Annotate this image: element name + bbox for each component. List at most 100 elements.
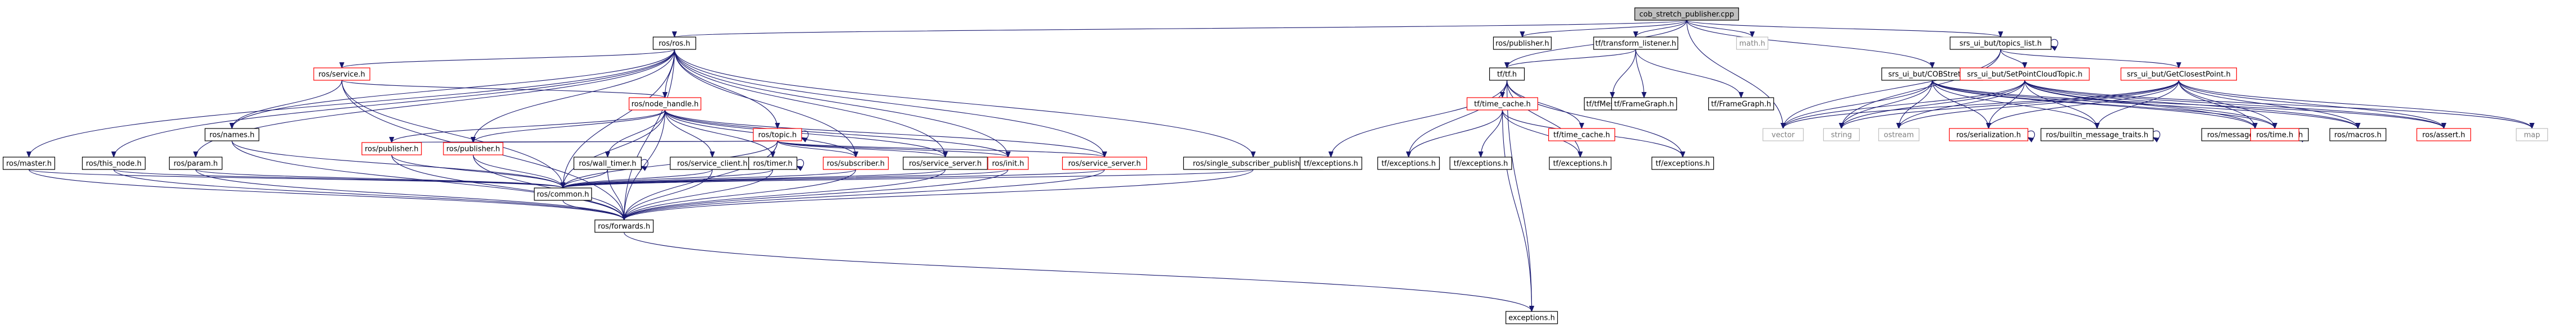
node-box bbox=[1651, 157, 1714, 170]
node-label: tf/exceptions.h bbox=[1553, 160, 1608, 168]
edge-srs_set_point_cloud-to-ros_time bbox=[2024, 80, 2275, 129]
node-box bbox=[987, 157, 1029, 170]
node-tf_exceptions_2[interactable]: tf/exceptions.h bbox=[1377, 157, 1440, 170]
node-ros_this_node[interactable]: ros/this_node.h bbox=[82, 157, 146, 170]
edge-srs_topics_list-to-srs_set_point_cloud bbox=[2000, 49, 2025, 68]
node-srs_cob_stretch[interactable]: srs_ui_but/COBStretch.h bbox=[1881, 67, 1983, 81]
node-label: ros/names.h bbox=[209, 131, 254, 140]
node-tf_framegraph_a[interactable]: tf/FrameGraph.h bbox=[1611, 97, 1677, 111]
edge-srs_get_closest-to-string bbox=[1841, 80, 2179, 129]
node-label: ros/publisher.h bbox=[365, 145, 419, 154]
node-ros_assert[interactable]: ros/assert.h bbox=[2416, 128, 2472, 141]
node-ros_master[interactable]: ros/master.h bbox=[2, 157, 56, 170]
node-ros_publisher_b[interactable]: ros/publisher.h bbox=[443, 142, 504, 155]
node-label: ros/master.h bbox=[6, 160, 52, 168]
node-label: ros/forwards.h bbox=[598, 223, 650, 231]
node-ros_forwards[interactable]: ros/forwards.h bbox=[594, 219, 654, 233]
edge-tf_time_cache_a-to-exceptions bbox=[1502, 109, 1531, 311]
node-box bbox=[362, 142, 422, 155]
node-ros_publisher_top[interactable]: ros/publisher.h bbox=[1493, 36, 1552, 50]
node-label: ros/service_client.h bbox=[677, 160, 747, 168]
node-srs_set_point_cloud[interactable]: srs_ui_but/SetPointCloudTopic.h bbox=[1960, 67, 2090, 81]
node-ros_wall_timer[interactable]: ros/wall_timer.h bbox=[573, 157, 642, 170]
node-label: srs_ui_but/GetClosestPoint.h bbox=[2127, 71, 2231, 79]
edge-ros_ros-to-ros_single_sub_pub bbox=[674, 49, 1253, 157]
node-box bbox=[1950, 36, 2052, 50]
node-box bbox=[652, 36, 697, 50]
node-label: ros/builtin_message_traits.h bbox=[2046, 131, 2149, 140]
edge-ros_ros-to-ros_service bbox=[342, 49, 675, 68]
edge-ros_ros-to-ros_service_server_b bbox=[674, 49, 1105, 157]
edge-ros_node_handle-to-ros_publisher_b bbox=[473, 109, 666, 143]
node-label: tf/FrameGraph.h bbox=[1711, 100, 1771, 109]
node-srs_get_closest[interactable]: srs_ui_but/GetClosestPoint.h bbox=[2120, 67, 2237, 81]
node-label: ros/topic.h bbox=[758, 131, 797, 140]
node-ros_init[interactable]: ros/init.h bbox=[987, 157, 1029, 170]
node-ros_service[interactable]: ros/service.h bbox=[313, 67, 370, 81]
edge-ros_param-to-ros_forwards bbox=[195, 169, 624, 221]
node-label: ros/publisher.h bbox=[1495, 40, 1549, 48]
node-box bbox=[2, 157, 56, 170]
node-label: cob_stretch_publisher.cpp bbox=[1639, 11, 1734, 19]
node-label: ros/time.h bbox=[2256, 131, 2293, 140]
node-ros_builtin_traits[interactable]: ros/builtin_message_traits.h bbox=[2040, 128, 2154, 141]
node-ros_single_sub_pub[interactable]: ros/single_subscriber_publisher.h bbox=[1183, 157, 1324, 170]
node-box bbox=[204, 128, 259, 141]
node-ros_service_server_a[interactable]: ros/service_server.h bbox=[903, 157, 988, 170]
edge-root-to-srs_cob_stretch bbox=[1686, 20, 1932, 68]
node-ros_serialization[interactable]: ros/serialization.h bbox=[1948, 128, 2029, 141]
node-tf_time_cache_b[interactable]: tf/time_cache.h bbox=[1548, 128, 1616, 141]
node-ros_ros[interactable]: ros/ros.h bbox=[652, 36, 697, 50]
node-ros_param[interactable]: ros/param.h bbox=[169, 157, 223, 170]
edge-srs_cob_stretch-to-ostream bbox=[1899, 80, 1933, 128]
node-ros_service_server_b[interactable]: ros/service_server.h bbox=[1062, 157, 1147, 170]
node-ros_time[interactable]: ros/time.h bbox=[2250, 128, 2299, 141]
edge-ros_node_handle-to-ros_wall_timer bbox=[607, 109, 666, 157]
edge-ros_ros-to-ros_names bbox=[232, 49, 675, 128]
node-ros_names[interactable]: ros/names.h bbox=[204, 128, 259, 141]
node-tf_transform_listener[interactable]: tf/transform_listener.h bbox=[1593, 36, 1678, 50]
edge-srs_set_point_cloud-to-ros_builtin_traits bbox=[2024, 80, 2097, 128]
node-tf_time_cache_a[interactable]: tf/time_cache.h bbox=[1466, 97, 1539, 111]
edge-ros_names-to-ros_common bbox=[231, 140, 563, 189]
edge-tf_tf-to-exceptions bbox=[1506, 80, 1532, 311]
node-box bbox=[2040, 128, 2154, 141]
node-root[interactable]: cob_stretch_publisher.cpp bbox=[1634, 7, 1739, 21]
edge-ros_ros-to-ros_topic bbox=[674, 49, 777, 128]
node-ros_subscriber[interactable]: ros/subscriber.h bbox=[822, 157, 889, 170]
node-ros_publisher_a[interactable]: ros/publisher.h bbox=[362, 142, 422, 155]
self-loop-ros_wall_timer bbox=[641, 159, 648, 167]
node-ros_service_client[interactable]: ros/service_client.h bbox=[670, 157, 755, 170]
node-box bbox=[1736, 36, 1769, 50]
node-ros_common[interactable]: ros/common.h bbox=[534, 187, 592, 201]
node-label: string bbox=[1831, 131, 1852, 140]
edge-srs_set_point_cloud-to-vector bbox=[1783, 80, 2025, 129]
edge-ros_ros-to-ros_service_server_a bbox=[674, 49, 945, 157]
node-box bbox=[903, 157, 988, 170]
node-label: tf/transform_listener.h bbox=[1595, 40, 1676, 48]
node-srs_topics_list[interactable]: srs_ui_but/topics_list.h bbox=[1950, 36, 2052, 50]
node-ros_topic[interactable]: ros/topic.h bbox=[753, 128, 802, 141]
edge-ros_forwards-to-exceptions bbox=[624, 232, 1532, 311]
node-ros_node_handle[interactable]: ros/node_handle.h bbox=[629, 97, 702, 111]
edge-ros_service_client-to-ros_common bbox=[563, 169, 713, 189]
node-box bbox=[629, 97, 702, 111]
edge-ros_subscriber-to-ros_common bbox=[563, 169, 857, 189]
node-tf_framegraph_b[interactable]: tf/FrameGraph.h bbox=[1708, 97, 1774, 111]
node-box bbox=[1493, 36, 1552, 50]
node-tf_exceptions_1[interactable]: tf/exceptions.h bbox=[1300, 157, 1362, 170]
node-label: vector bbox=[1772, 131, 1795, 140]
edge-srs_set_point_cloud-to-map bbox=[2024, 80, 2532, 129]
node-ros_timer[interactable]: ros/timer.h bbox=[748, 157, 798, 170]
node-tf_exceptions_3[interactable]: tf/exceptions.h bbox=[1449, 157, 1512, 170]
node-box bbox=[1823, 128, 1860, 141]
edge-ros_timer-to-ros_common bbox=[563, 169, 774, 189]
node-label: ros/this_node.h bbox=[86, 160, 141, 168]
edge-root-to-ros_publisher_top bbox=[1522, 20, 1687, 38]
node-label: ros/service.h bbox=[318, 71, 365, 79]
node-tf_exceptions_4[interactable]: tf/exceptions.h bbox=[1549, 157, 1612, 170]
node-tf_exceptions_5[interactable]: tf/exceptions.h bbox=[1651, 157, 1714, 170]
node-tf_tf[interactable]: tf/tf.h bbox=[1489, 67, 1525, 81]
node-ros_macros[interactable]: ros/macros.h bbox=[2329, 128, 2387, 141]
node-exceptions[interactable]: exceptions.h bbox=[1505, 311, 1558, 324]
